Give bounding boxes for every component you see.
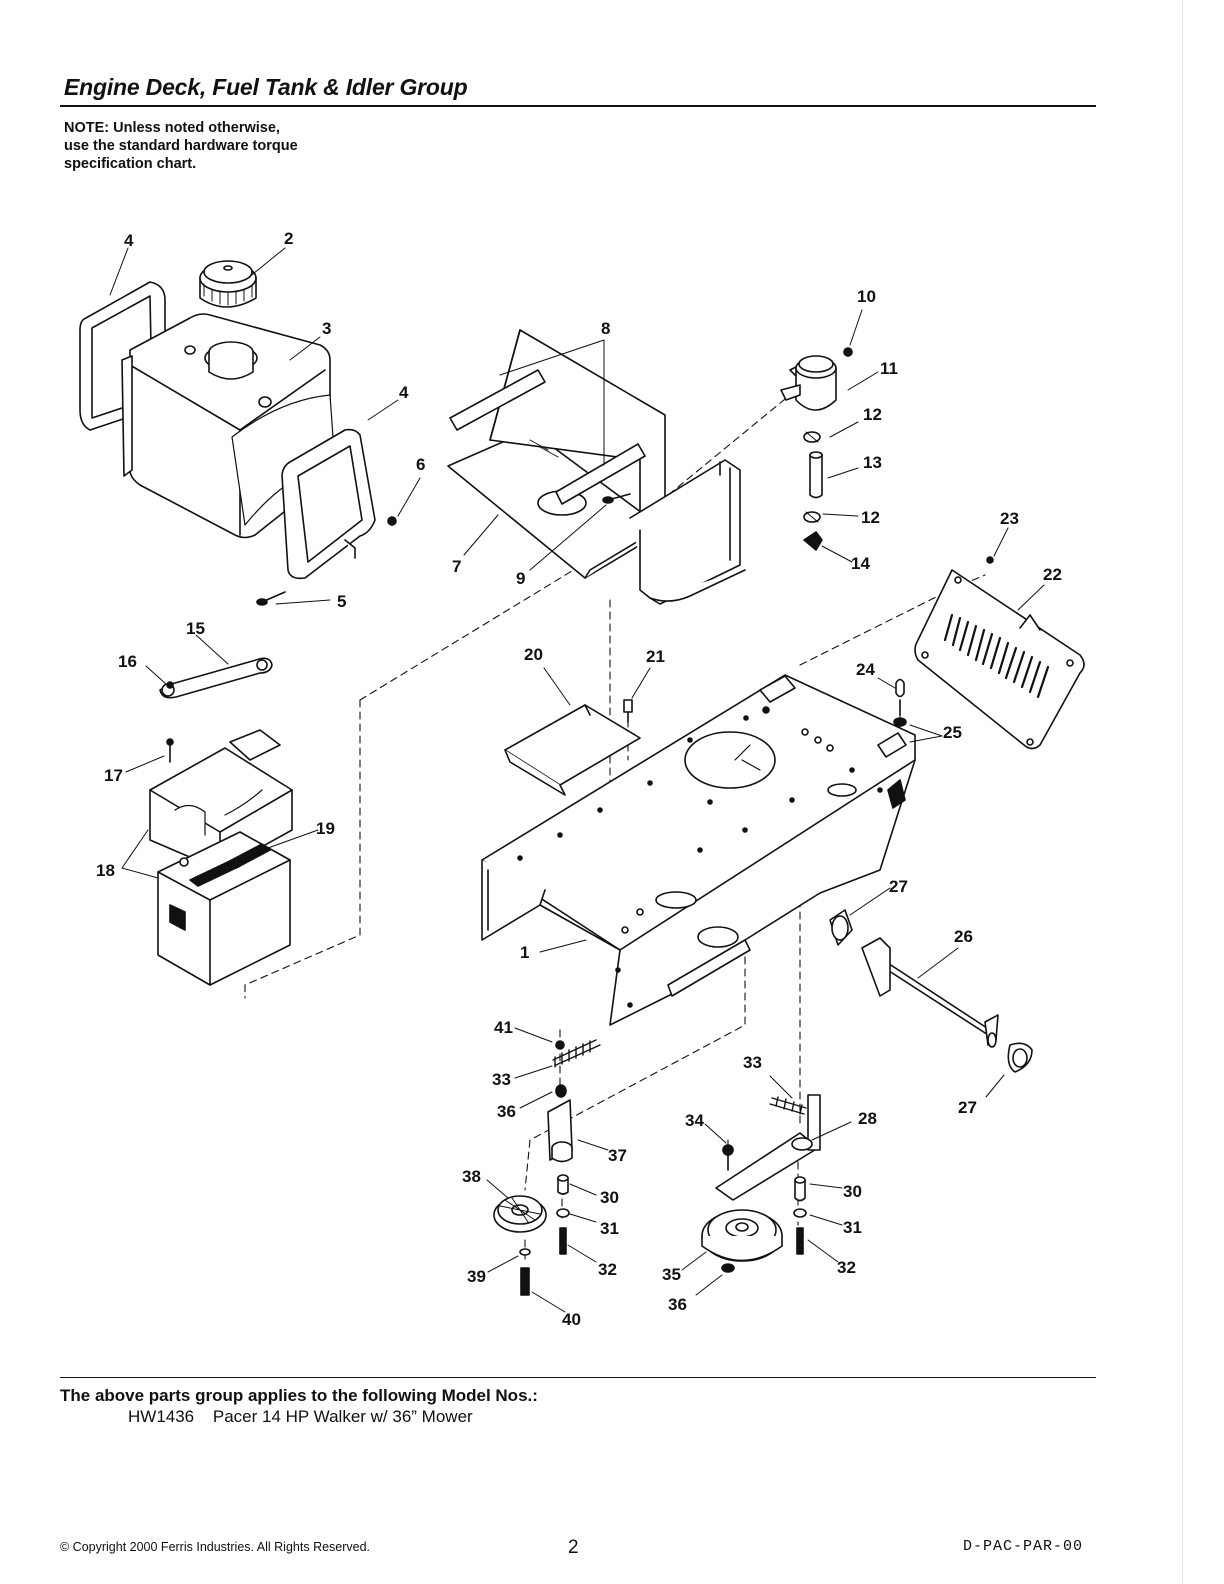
- callout-17: 17: [104, 766, 123, 785]
- callout-4b: 4: [399, 383, 409, 402]
- nut-6: [387, 516, 397, 526]
- fuel-tank: [121, 313, 336, 539]
- note-line-2: use the standard hardware torque: [64, 138, 298, 154]
- idler-axle: [861, 937, 999, 1048]
- idler-pulley-right: [701, 1209, 783, 1273]
- model-line: HW1436 Pacer 14 HP Walker w/ 36” Mower: [128, 1407, 487, 1427]
- callout-8: 8: [601, 319, 610, 338]
- callout-14: 14: [851, 554, 870, 573]
- callout-2: 2: [284, 229, 293, 248]
- battery-box: [149, 729, 293, 871]
- callout-32b: 32: [837, 1258, 856, 1277]
- callout-27b: 27: [958, 1098, 977, 1117]
- callout-3: 3: [322, 319, 331, 338]
- callout-36a: 36: [497, 1102, 516, 1121]
- callout-20: 20: [524, 645, 543, 664]
- callout-30b: 30: [843, 1182, 862, 1201]
- note-line-3: specification chart.: [64, 156, 197, 172]
- callout-40: 40: [562, 1310, 581, 1329]
- callout-33a: 33: [492, 1070, 511, 1089]
- side-panel-right: [281, 428, 376, 580]
- flange-bearing-upper: [829, 909, 853, 946]
- callout-41: 41: [494, 1018, 513, 1037]
- model-description: Pacer 14 HP Walker w/ 36” Mower: [212, 1407, 473, 1426]
- callout-34: 34: [685, 1111, 704, 1130]
- callout-15: 15: [186, 619, 205, 638]
- callout-12b: 12: [861, 508, 880, 527]
- support-bracket: [629, 459, 746, 605]
- callout-13: 13: [863, 453, 882, 472]
- callout-24: 24: [856, 660, 875, 679]
- torque-note: NOTE: Unless noted otherwise, use the st…: [64, 119, 384, 173]
- callout-18: 18: [96, 861, 115, 880]
- page-number: 2: [568, 1537, 579, 1558]
- callout-37: 37: [608, 1146, 627, 1165]
- document-code: D-PAC-PAR-00: [963, 1538, 1084, 1555]
- callout-36b: 36: [668, 1295, 687, 1314]
- footer-rule: [60, 1377, 1096, 1378]
- callout-27a: 27: [889, 877, 908, 896]
- foam-pad-lower: [555, 443, 646, 505]
- battery: [157, 831, 291, 986]
- idler-pulley-left: [493, 1195, 547, 1296]
- leader-lines: [109, 247, 1045, 1313]
- note-line-1: NOTE: Unless noted otherwise,: [64, 120, 280, 136]
- callout-12a: 12: [863, 405, 882, 424]
- applies-heading: The above parts group applies to the fol…: [60, 1386, 538, 1405]
- callout-9: 9: [516, 569, 525, 588]
- callout-38: 38: [462, 1167, 481, 1186]
- hold-down-rod: [159, 657, 273, 763]
- fuel-filter-assembly: [780, 347, 853, 551]
- callout-5: 5: [337, 592, 346, 611]
- callout-30a: 30: [600, 1188, 619, 1207]
- model-number: HW1436: [128, 1407, 195, 1426]
- callout-6: 6: [416, 455, 425, 474]
- copyright: © Copyright 2000 Ferris Industries. All …: [60, 1540, 371, 1554]
- callout-31a: 31: [600, 1219, 619, 1238]
- rear-vent-plate: [914, 556, 1085, 750]
- foam-pad-upper: [449, 369, 546, 431]
- callout-21: 21: [646, 647, 665, 666]
- spring-33-left: [552, 1039, 601, 1068]
- page-title: Engine Deck, Fuel Tank & Idler Group: [64, 74, 468, 100]
- callout-1: 1: [520, 943, 529, 962]
- spring-33-right: [769, 1096, 807, 1115]
- idler-arm-left: [547, 1084, 573, 1255]
- callout-39: 39: [467, 1267, 486, 1286]
- heat-shield-plate: [504, 699, 641, 796]
- callout-33b: 33: [743, 1053, 762, 1072]
- callout-16: 16: [118, 652, 137, 671]
- callout-23: 23: [1000, 509, 1019, 528]
- scan-edge-line: [1182, 0, 1183, 1584]
- fuel-cap: [199, 260, 257, 308]
- callout-35: 35: [662, 1265, 681, 1284]
- engine-deck: [481, 674, 916, 1026]
- callout-28: 28: [858, 1109, 877, 1128]
- screw-5: [256, 591, 286, 606]
- idler-arm-right: [715, 1094, 821, 1255]
- callout-19: 19: [316, 819, 335, 838]
- flange-bearing-lower: [1007, 1042, 1033, 1073]
- callout-26: 26: [954, 927, 973, 946]
- callout-25: 25: [943, 723, 962, 742]
- callout-4a: 4: [124, 231, 134, 250]
- callout-31b: 31: [843, 1218, 862, 1237]
- callout-11: 11: [880, 359, 898, 378]
- callout-7: 7: [452, 557, 461, 576]
- callout-numbers: 4 2 3 4 6 5 7 8 9 10 11 12 13 12 14 15 1…: [96, 229, 1062, 1329]
- callout-32a: 32: [598, 1260, 617, 1279]
- callout-10: 10: [857, 287, 876, 306]
- title-rule: [60, 105, 1096, 107]
- callout-22: 22: [1043, 565, 1062, 584]
